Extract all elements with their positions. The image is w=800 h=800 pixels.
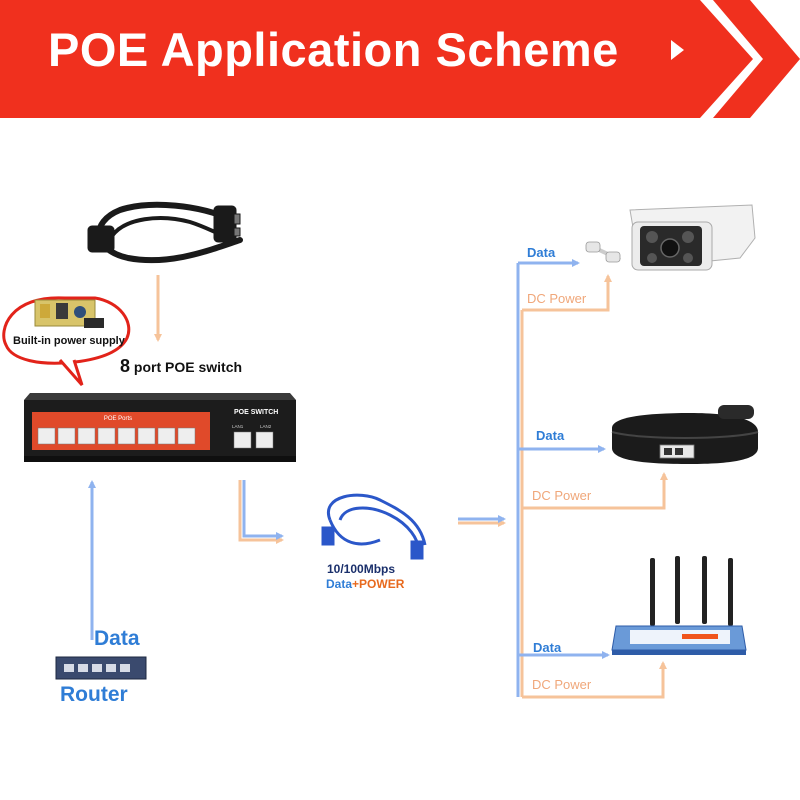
phone-power-arrow	[522, 472, 668, 510]
power-cord-icon	[87, 201, 243, 264]
wireless-router-icon	[611, 556, 747, 655]
chevron-right-icon	[671, 40, 684, 60]
camera-power-arrow	[522, 274, 612, 312]
phone-data-label: Data	[536, 428, 565, 443]
power-supply-label: Built-in power supply	[13, 335, 125, 347]
power-supply-bubble	[2, 296, 131, 386]
switch-ports-title: POE Ports	[104, 416, 132, 422]
ap-dc-power-label: DC Power	[532, 677, 592, 692]
router-label: Router	[60, 683, 128, 706]
camera-dc-power-label: DC Power	[527, 291, 587, 306]
camera-data-label: Data	[527, 245, 556, 260]
router-data-label: Data	[94, 627, 140, 650]
switch-label-text: port POE switch	[133, 359, 243, 375]
header-banner	[0, 0, 800, 118]
cable-power-text: +POWER	[352, 577, 405, 591]
phone-dc-power-label: DC Power	[532, 488, 592, 503]
page-title: POE Application Scheme	[48, 23, 619, 76]
switch-brand: POE SWITCH	[234, 409, 278, 416]
ip-phone-icon	[611, 405, 759, 464]
cable-data-power-label: Data+POWER	[326, 577, 404, 591]
switch-lan2-label: LAN2	[260, 424, 272, 429]
cable-data-text: Data	[326, 577, 353, 591]
switch-label: 8 port POE switch	[120, 356, 242, 377]
switch-output-arrow	[238, 480, 284, 544]
ap-data-label: Data	[533, 640, 562, 655]
switch-lan1-label: LAN1	[232, 424, 244, 429]
ethernet-cable-icon	[321, 493, 427, 560]
poe-switch: POE Ports POE SWITCH LAN1 LAN2	[24, 393, 296, 462]
camera-icon	[585, 204, 756, 271]
switch-port-count: 8	[120, 356, 131, 376]
cable-output-arrow	[458, 515, 506, 527]
cable-speed-label: 10/100Mbps	[327, 562, 396, 576]
ap-power-arrow	[522, 661, 667, 699]
router	[55, 656, 147, 680]
distribution-bus	[516, 263, 524, 697]
